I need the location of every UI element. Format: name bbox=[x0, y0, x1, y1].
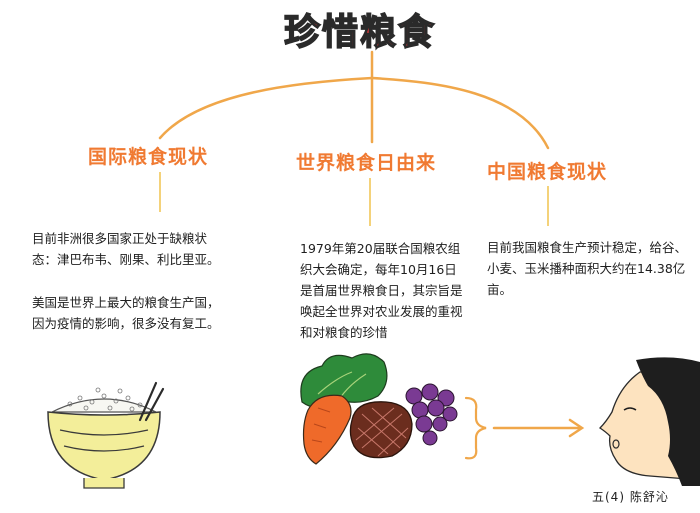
rice-bowl-icon bbox=[47, 387, 161, 489]
girl-face-icon bbox=[598, 357, 700, 486]
paragraph-africa: 目前非洲很多国家正处于缺粮状态：津巴布韦、刚果、利比里亚。 bbox=[32, 231, 220, 267]
arrow-right-icon bbox=[492, 418, 585, 438]
steak-icon bbox=[349, 401, 413, 459]
branch-left bbox=[158, 76, 374, 140]
grapes-icon bbox=[405, 383, 458, 446]
paragraph-china: 目前我国粮食生产预计稳定，给谷、小麦、玉米播种面积大约在14.38亿亩。 bbox=[487, 240, 688, 297]
heading-china: 中国粮食现状 bbox=[487, 161, 608, 183]
page-title: 珍惜粮食 bbox=[283, 11, 436, 54]
heading-origin: 世界粮食日由来 bbox=[296, 152, 437, 174]
paragraph-food-day: 1979年第20届联合国粮农组织大会确定，每年10月16日是首届世界粮食日，其宗… bbox=[300, 241, 463, 340]
brace-icon bbox=[464, 396, 487, 460]
chopsticks-icon bbox=[138, 381, 165, 422]
carrot-icon bbox=[302, 394, 352, 465]
paragraph-usa: 美国是世界上最大的粮食生产国，因为疫情的影响，很多没有复工。 bbox=[32, 295, 220, 331]
heading-international: 国际粮食现状 bbox=[88, 146, 209, 168]
branch-right bbox=[370, 76, 550, 150]
signature: 五(4) 陈舒沁 bbox=[592, 490, 669, 504]
